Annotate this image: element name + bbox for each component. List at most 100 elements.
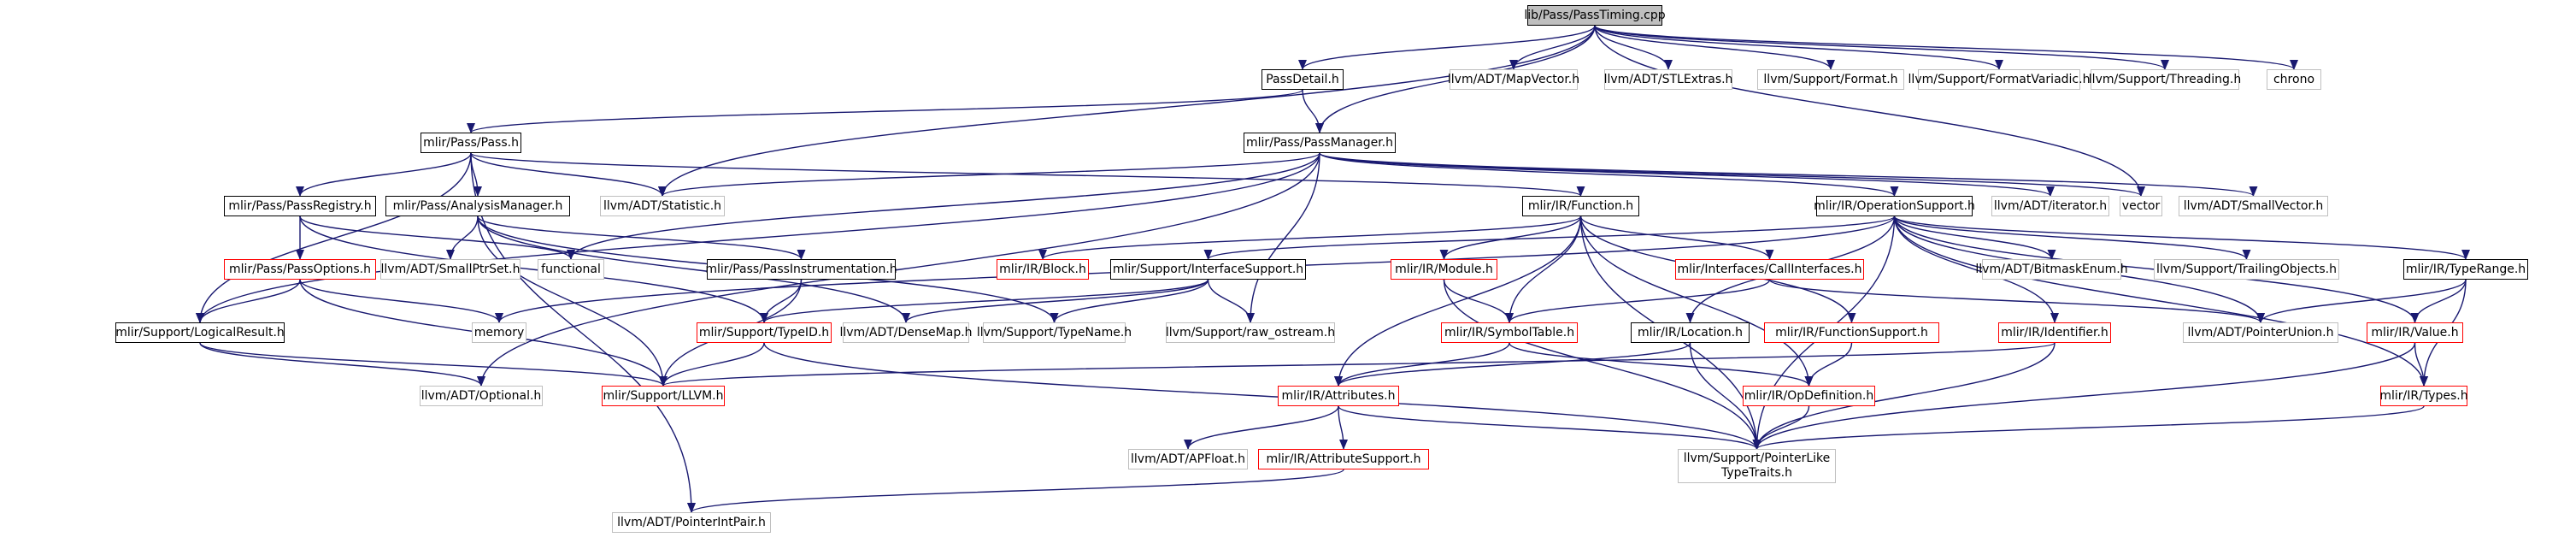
node-statistic: llvm/ADT/Statistic.h xyxy=(600,196,725,216)
edge-root-to-statistic xyxy=(658,25,1596,197)
edge-pass-to-pointerintpair xyxy=(470,152,696,513)
node-llvm[interactable]: mlir/Support/LLVM.h xyxy=(602,386,725,406)
edge-function-to-symboltable xyxy=(1505,216,1582,323)
edge-root-to-chrono xyxy=(1594,25,2298,70)
node-identifier[interactable]: mlir/IR/Identifier.h xyxy=(1998,322,2111,343)
node-functionsupport[interactable]: mlir/IR/FunctionSupport.h xyxy=(1764,322,1939,343)
edge-interfacesupport-to-typeid xyxy=(760,279,1209,323)
edge-passdetail-to-passmanager xyxy=(1302,89,1324,133)
edge-symboltable-to-attributes xyxy=(1334,342,1510,387)
edge-typeid-to-pointerliketypetraits xyxy=(763,342,1761,450)
edge-root-to-threading xyxy=(1594,25,2169,70)
edge-passdetail-to-pass xyxy=(467,89,1303,133)
node-pass[interactable]: mlir/Pass/Pass.h xyxy=(421,133,521,153)
node-iterator: llvm/ADT/iterator.h xyxy=(1991,196,2109,216)
edge-passoptions-to-memory xyxy=(299,279,503,323)
edge-operationsupport-to-bitmaskenum xyxy=(1893,216,2056,260)
edge-root-to-stlextras xyxy=(1594,25,1673,70)
node-rawostream: llvm/Support/raw_ostream.h xyxy=(1166,322,1335,343)
node-operationsupport[interactable]: mlir/IR/OperationSupport.h xyxy=(1814,196,1975,216)
edge-root-to-vector xyxy=(1594,25,2145,197)
node-function[interactable]: mlir/IR/Function.h xyxy=(1522,196,1639,216)
edge-passmanager-to-logicalresult xyxy=(196,152,1320,323)
edge-identifier-to-pointerliketypetraits xyxy=(1752,342,2056,450)
node-typename: llvm/Support/TypeName.h xyxy=(977,322,1132,343)
edge-operationsupport-to-interfacesupport xyxy=(1203,216,1896,260)
edge-function-to-block xyxy=(1038,216,1582,260)
edge-root-to-format xyxy=(1594,25,1835,70)
edge-location-to-attributes xyxy=(1334,342,1691,387)
node-trailingobjects: llvm/Support/TrailingObjects.h xyxy=(2154,259,2339,280)
edge-interfacesupport-to-rawostream xyxy=(1207,279,1255,323)
node-smallvector: llvm/ADT/SmallVector.h xyxy=(2179,196,2328,216)
node-analysismanager[interactable]: mlir/Pass/AnalysisManager.h xyxy=(385,196,570,216)
node-functional: functional xyxy=(538,259,604,280)
edge-identifier-to-llvm xyxy=(659,342,2056,387)
node-apfloat: llvm/ADT/APFloat.h xyxy=(1128,449,1248,469)
node-stlextras: llvm/ADT/STLExtras.h xyxy=(1604,69,1732,90)
edge-passmanager-to-statistic xyxy=(658,152,1320,197)
edge-function-to-opdefinition xyxy=(1579,216,1814,387)
node-logicalresult[interactable]: mlir/Support/LogicalResult.h xyxy=(115,322,285,343)
edge-logicalresult-to-optional xyxy=(199,342,485,387)
edge-passoptions-to-logicalresult xyxy=(196,279,301,323)
node-typerange[interactable]: mlir/IR/TypeRange.h xyxy=(2403,259,2528,280)
node-passregistry[interactable]: mlir/Pass/PassRegistry.h xyxy=(224,196,376,216)
edge-passmanager-to-smallvector xyxy=(1319,152,2258,197)
node-interfacesupport[interactable]: mlir/Support/InterfaceSupport.h xyxy=(1110,259,1306,280)
node-formatvariadic: llvm/Support/FormatVariadic.h xyxy=(1908,69,2090,90)
node-types[interactable]: mlir/IR/Types.h xyxy=(2379,386,2468,406)
node-densemap: llvm/ADT/DenseMap.h xyxy=(839,322,973,343)
node-location[interactable]: mlir/IR/Location.h xyxy=(1631,322,1750,343)
node-passinstrumentation[interactable]: mlir/Pass/PassInstrumentation.h xyxy=(705,259,897,280)
edge-callinterfaces-to-pointerunion xyxy=(1768,279,2265,323)
edge-analysismanager-to-llvm xyxy=(477,216,668,387)
node-memory: memory xyxy=(472,322,526,343)
node-attributes[interactable]: mlir/IR/Attributes.h xyxy=(1278,386,1399,406)
node-format: llvm/Support/Format.h xyxy=(1757,69,1904,90)
node-optional: llvm/ADT/Optional.h xyxy=(420,386,543,406)
edge-operationsupport-to-trailingobjects xyxy=(1893,216,2251,260)
edge-function-to-attributes xyxy=(1334,216,1582,387)
edge-symboltable-to-opdefinition xyxy=(1509,342,1814,387)
edge-attributesupport-to-pointerintpair xyxy=(687,469,1344,513)
edge-pass-to-statistic xyxy=(470,152,667,197)
edge-pass-to-passregistry xyxy=(296,152,472,197)
edge-operationsupport-to-typerange xyxy=(1893,216,2470,260)
edge-module-to-pointerliketypetraits xyxy=(1443,279,1761,450)
node-mapvector: llvm/ADT/MapVector.h xyxy=(1448,69,1579,90)
node-passdetail[interactable]: PassDetail.h xyxy=(1262,69,1344,90)
edge-functionsupport-to-opdefinition xyxy=(1804,342,1853,387)
edge-operationsupport-to-identifier xyxy=(1893,216,2059,323)
node-typeid[interactable]: mlir/Support/TypeID.h xyxy=(697,322,832,343)
node-module[interactable]: mlir/IR/Module.h xyxy=(1391,259,1497,280)
node-bitmaskenum: llvm/ADT/BitmaskEnum.h xyxy=(1975,259,2128,280)
node-root[interactable]: lib/Pass/PassTiming.cpp xyxy=(1524,5,1666,26)
edge-pass-to-function xyxy=(470,152,1585,197)
edge-function-to-callinterfaces xyxy=(1579,216,1774,260)
edge-attributes-to-apfloat xyxy=(1184,405,1339,450)
node-block[interactable]: mlir/IR/Block.h xyxy=(997,259,1089,280)
edge-interfacesupport-to-densemap xyxy=(902,279,1209,323)
edge-analysismanager-to-passinstrumentation xyxy=(477,216,806,260)
node-symboltable[interactable]: mlir/IR/SymbolTable.h xyxy=(1441,322,1578,343)
edge-root-to-mapvector xyxy=(1509,25,1596,70)
edge-passmanager-to-optional xyxy=(477,152,1320,387)
node-attributesupport[interactable]: mlir/IR/AttributeSupport.h xyxy=(1258,449,1429,469)
edge-passmanager-to-rawostream xyxy=(1246,152,1320,323)
node-value[interactable]: mlir/IR/Value.h xyxy=(2367,322,2463,343)
node-pointerliketypetraits: llvm/Support/PointerLike TypeTraits.h xyxy=(1678,449,1836,483)
node-opdefinition[interactable]: mlir/IR/OpDefinition.h xyxy=(1743,386,1875,406)
node-threading: llvm/Support/Threading.h xyxy=(2089,69,2241,90)
edge-value-to-types xyxy=(2414,342,2428,387)
node-chrono: chrono xyxy=(2267,69,2321,90)
edge-analysismanager-to-smallptrset xyxy=(446,216,479,260)
edge-typerange-to-value xyxy=(2410,279,2467,323)
node-passoptions[interactable]: mlir/Pass/PassOptions.h xyxy=(224,259,376,280)
node-passmanager[interactable]: mlir/Pass/PassManager.h xyxy=(1244,133,1396,153)
edge-passregistry-to-functional xyxy=(299,216,575,260)
edge-passmanager-to-operationsupport xyxy=(1319,152,1899,197)
node-callinterfaces[interactable]: mlir/Interfaces/CallInterfaces.h xyxy=(1675,259,1864,280)
edge-operationsupport-to-types xyxy=(1893,216,2428,387)
